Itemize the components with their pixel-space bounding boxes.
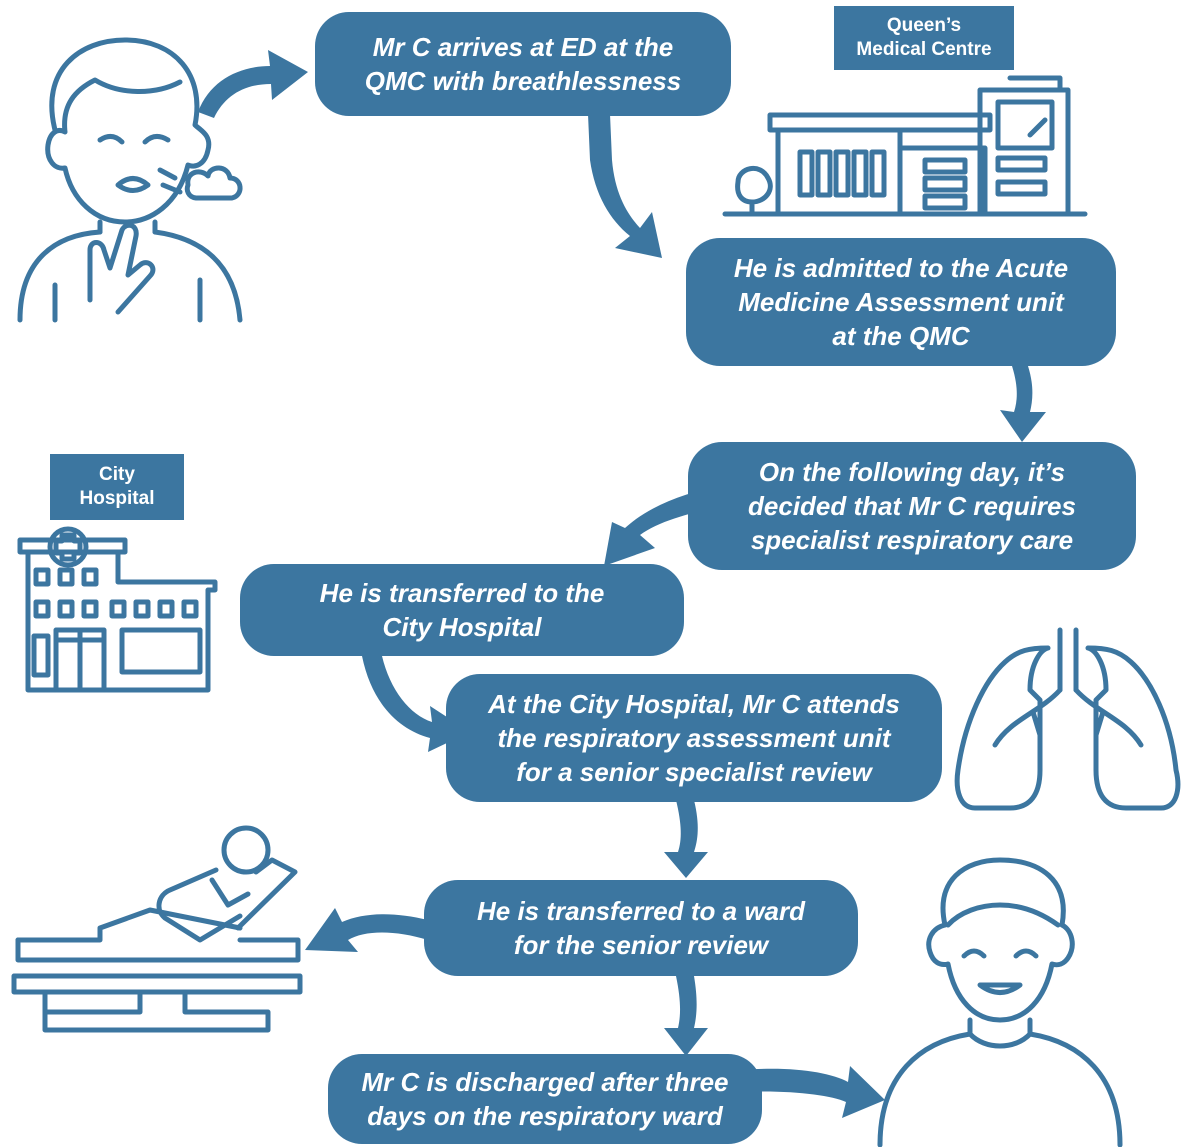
step-ward-text: He is transferred to a ward for the seni…	[477, 896, 805, 960]
step-ward: He is transferred to a ward for the seni…	[424, 880, 858, 976]
qmc-label: Queen’s Medical Centre	[834, 6, 1014, 70]
step-rau-text: At the City Hospital, Mr C attends the r…	[488, 689, 900, 787]
step-arrival-text: Mr C arrives at ED at the QMC with breat…	[364, 32, 682, 96]
city-hospital-icon	[17, 526, 218, 693]
step-arrival: Mr C arrives at ED at the QMC with breat…	[315, 12, 731, 116]
step-decision-text: On the following day, it’s decided that …	[748, 457, 1076, 555]
step-admitted-text: He is admitted to the Acute Medicine Ass…	[733, 253, 1069, 351]
lungs-icon	[954, 627, 1181, 811]
step-transfer-city-text: He is transferred to the City Hospital	[319, 578, 605, 642]
smiling-person-icon	[877, 857, 1123, 1147]
step-rau: At the City Hospital, Mr C attends the r…	[446, 674, 942, 802]
step-discharge-text: Mr C is discharged after three days on t…	[361, 1067, 729, 1131]
hospital-building-icon	[722, 75, 1088, 217]
step-decision: On the following day, it’s decided that …	[688, 442, 1136, 570]
step-admitted: He is admitted to the Acute Medicine Ass…	[686, 238, 1116, 366]
city-hospital-label: City Hospital	[50, 454, 184, 520]
step-transfer-city: He is transferred to the City Hospital	[240, 564, 684, 656]
step-discharge: Mr C is discharged after three days on t…	[328, 1054, 762, 1144]
breathless-person-icon	[17, 37, 243, 323]
patient-bed-icon	[11, 825, 303, 1033]
